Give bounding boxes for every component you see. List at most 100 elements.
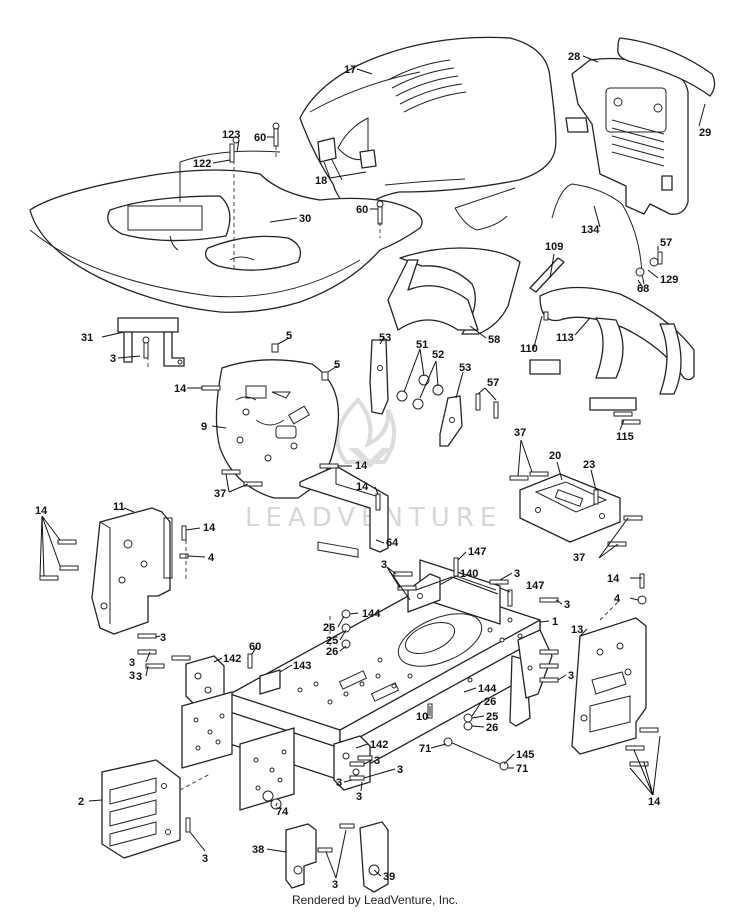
callout-52: 52 (432, 349, 444, 361)
callout-144-a: 144 (362, 608, 381, 620)
callout-labels: 17 28 29 123 60 122 18 60 30 134 57 129 … (35, 51, 711, 891)
callout-147-b: 147 (526, 580, 544, 592)
main-frame-part (229, 559, 553, 781)
callout-144-b: 144 (478, 683, 497, 695)
seat-bracket-part (117, 317, 185, 367)
nut-washer-set (396, 374, 444, 410)
hinge-rod-part (529, 257, 565, 293)
callout-29: 29 (699, 127, 711, 139)
callout-74: 74 (276, 806, 289, 818)
callout-14-d: 14 (35, 505, 48, 517)
callout-37-a: 37 (514, 427, 526, 439)
callout-140: 140 (460, 568, 478, 580)
callout-13: 13 (571, 624, 583, 636)
callout-30: 30 (299, 213, 311, 225)
callout-57-b: 57 (487, 377, 499, 389)
callout-147-a: 147 (468, 546, 486, 558)
callout-14-e: 14 (203, 522, 216, 534)
callout-71-b: 71 (516, 763, 528, 775)
callout-26-c: 26 (484, 696, 496, 708)
callout-3-k: 3 (397, 764, 403, 776)
callout-23: 23 (583, 459, 595, 471)
callout-60-a: 60 (254, 132, 266, 144)
callout-25-a: 25 (326, 635, 338, 647)
callout-3-j: 3 (374, 755, 380, 767)
callout-1: 1 (552, 616, 558, 628)
callout-134: 134 (581, 224, 600, 236)
assembly-lines (147, 146, 621, 791)
callout-142-a: 142 (223, 653, 241, 665)
callout-37-b: 37 (214, 488, 226, 500)
front-plate-inner-part (239, 727, 295, 811)
callout-123: 123 (222, 129, 240, 141)
callout-142-b: 142 (370, 739, 388, 751)
cross-support-part (299, 465, 389, 558)
pivot-bracket-part (519, 473, 621, 543)
callout-14-g: 14 (648, 796, 661, 808)
left-side-plate-part (91, 507, 173, 635)
callout-57-a: 57 (660, 237, 672, 249)
callout-3-c: 3 (514, 568, 520, 580)
callout-26-b: 26 (326, 646, 338, 658)
callout-3-h: 3 (136, 671, 142, 683)
callout-64: 64 (386, 537, 399, 549)
callout-31: 31 (81, 332, 93, 344)
front-plate-143-part (181, 669, 281, 769)
fender-part (29, 150, 423, 313)
callout-143: 143 (293, 660, 311, 672)
callout-4-b: 4 (614, 593, 621, 605)
callout-5-b: 5 (334, 359, 340, 371)
dash-panel-part (215, 359, 340, 499)
callout-3-o: 3 (332, 879, 338, 891)
callout-109: 109 (545, 241, 563, 253)
grille-cap-part (617, 37, 716, 97)
lever-bracket-left-part (369, 339, 389, 415)
callout-26-d: 26 (486, 722, 498, 734)
callout-20: 20 (549, 450, 561, 462)
callout-9: 9 (201, 421, 207, 433)
callout-3-l: 3 (336, 777, 342, 789)
grille-part (565, 57, 689, 215)
callout-58: 58 (488, 334, 500, 346)
callout-3-b: 3 (381, 559, 387, 571)
right-side-plate-part (571, 617, 647, 755)
callout-37-c: 37 (573, 552, 585, 564)
callout-53-b: 53 (459, 362, 471, 374)
callout-2: 2 (78, 796, 84, 808)
callout-3-a: 3 (110, 353, 116, 365)
callout-129: 129 (660, 274, 678, 286)
callout-60-b: 60 (356, 204, 368, 216)
callout-38: 38 (252, 844, 264, 856)
callout-4-a: 4 (208, 552, 215, 564)
callout-110: 110 (520, 343, 538, 355)
callout-113: 113 (556, 332, 574, 344)
callout-60-c: 60 (249, 641, 261, 653)
callout-14-b: 14 (355, 460, 368, 472)
callout-17: 17 (344, 64, 356, 76)
bracket-38-part (285, 823, 317, 889)
callout-11: 11 (113, 501, 125, 513)
lever-bracket-right-part (439, 395, 463, 447)
callout-51: 51 (416, 339, 428, 351)
front-bracket-left-part (185, 655, 225, 707)
callout-26-a: 26 (323, 622, 335, 634)
callout-3-m: 3 (356, 791, 362, 803)
fastener-set (39, 122, 663, 853)
callout-3-n: 3 (202, 853, 208, 865)
handle-part (529, 286, 695, 411)
front-plate-2-part (101, 759, 181, 859)
heat-shield-part (387, 247, 521, 335)
callout-145: 145 (516, 749, 534, 761)
callout-14-f: 14 (607, 573, 620, 585)
callout-122: 122 (193, 158, 211, 170)
callout-115: 115 (616, 431, 634, 443)
callout-28: 28 (568, 51, 580, 63)
callout-68: 68 (637, 283, 649, 295)
hood-bracket-part (317, 137, 377, 169)
footer-credit: Rendered by LeadVenture, Inc. (291, 893, 459, 907)
callout-3-f: 3 (129, 657, 135, 669)
callout-53-a: 53 (379, 332, 391, 344)
callout-3-e: 3 (160, 632, 166, 644)
callout-14-a: 14 (174, 383, 187, 395)
callout-39: 39 (383, 871, 395, 883)
